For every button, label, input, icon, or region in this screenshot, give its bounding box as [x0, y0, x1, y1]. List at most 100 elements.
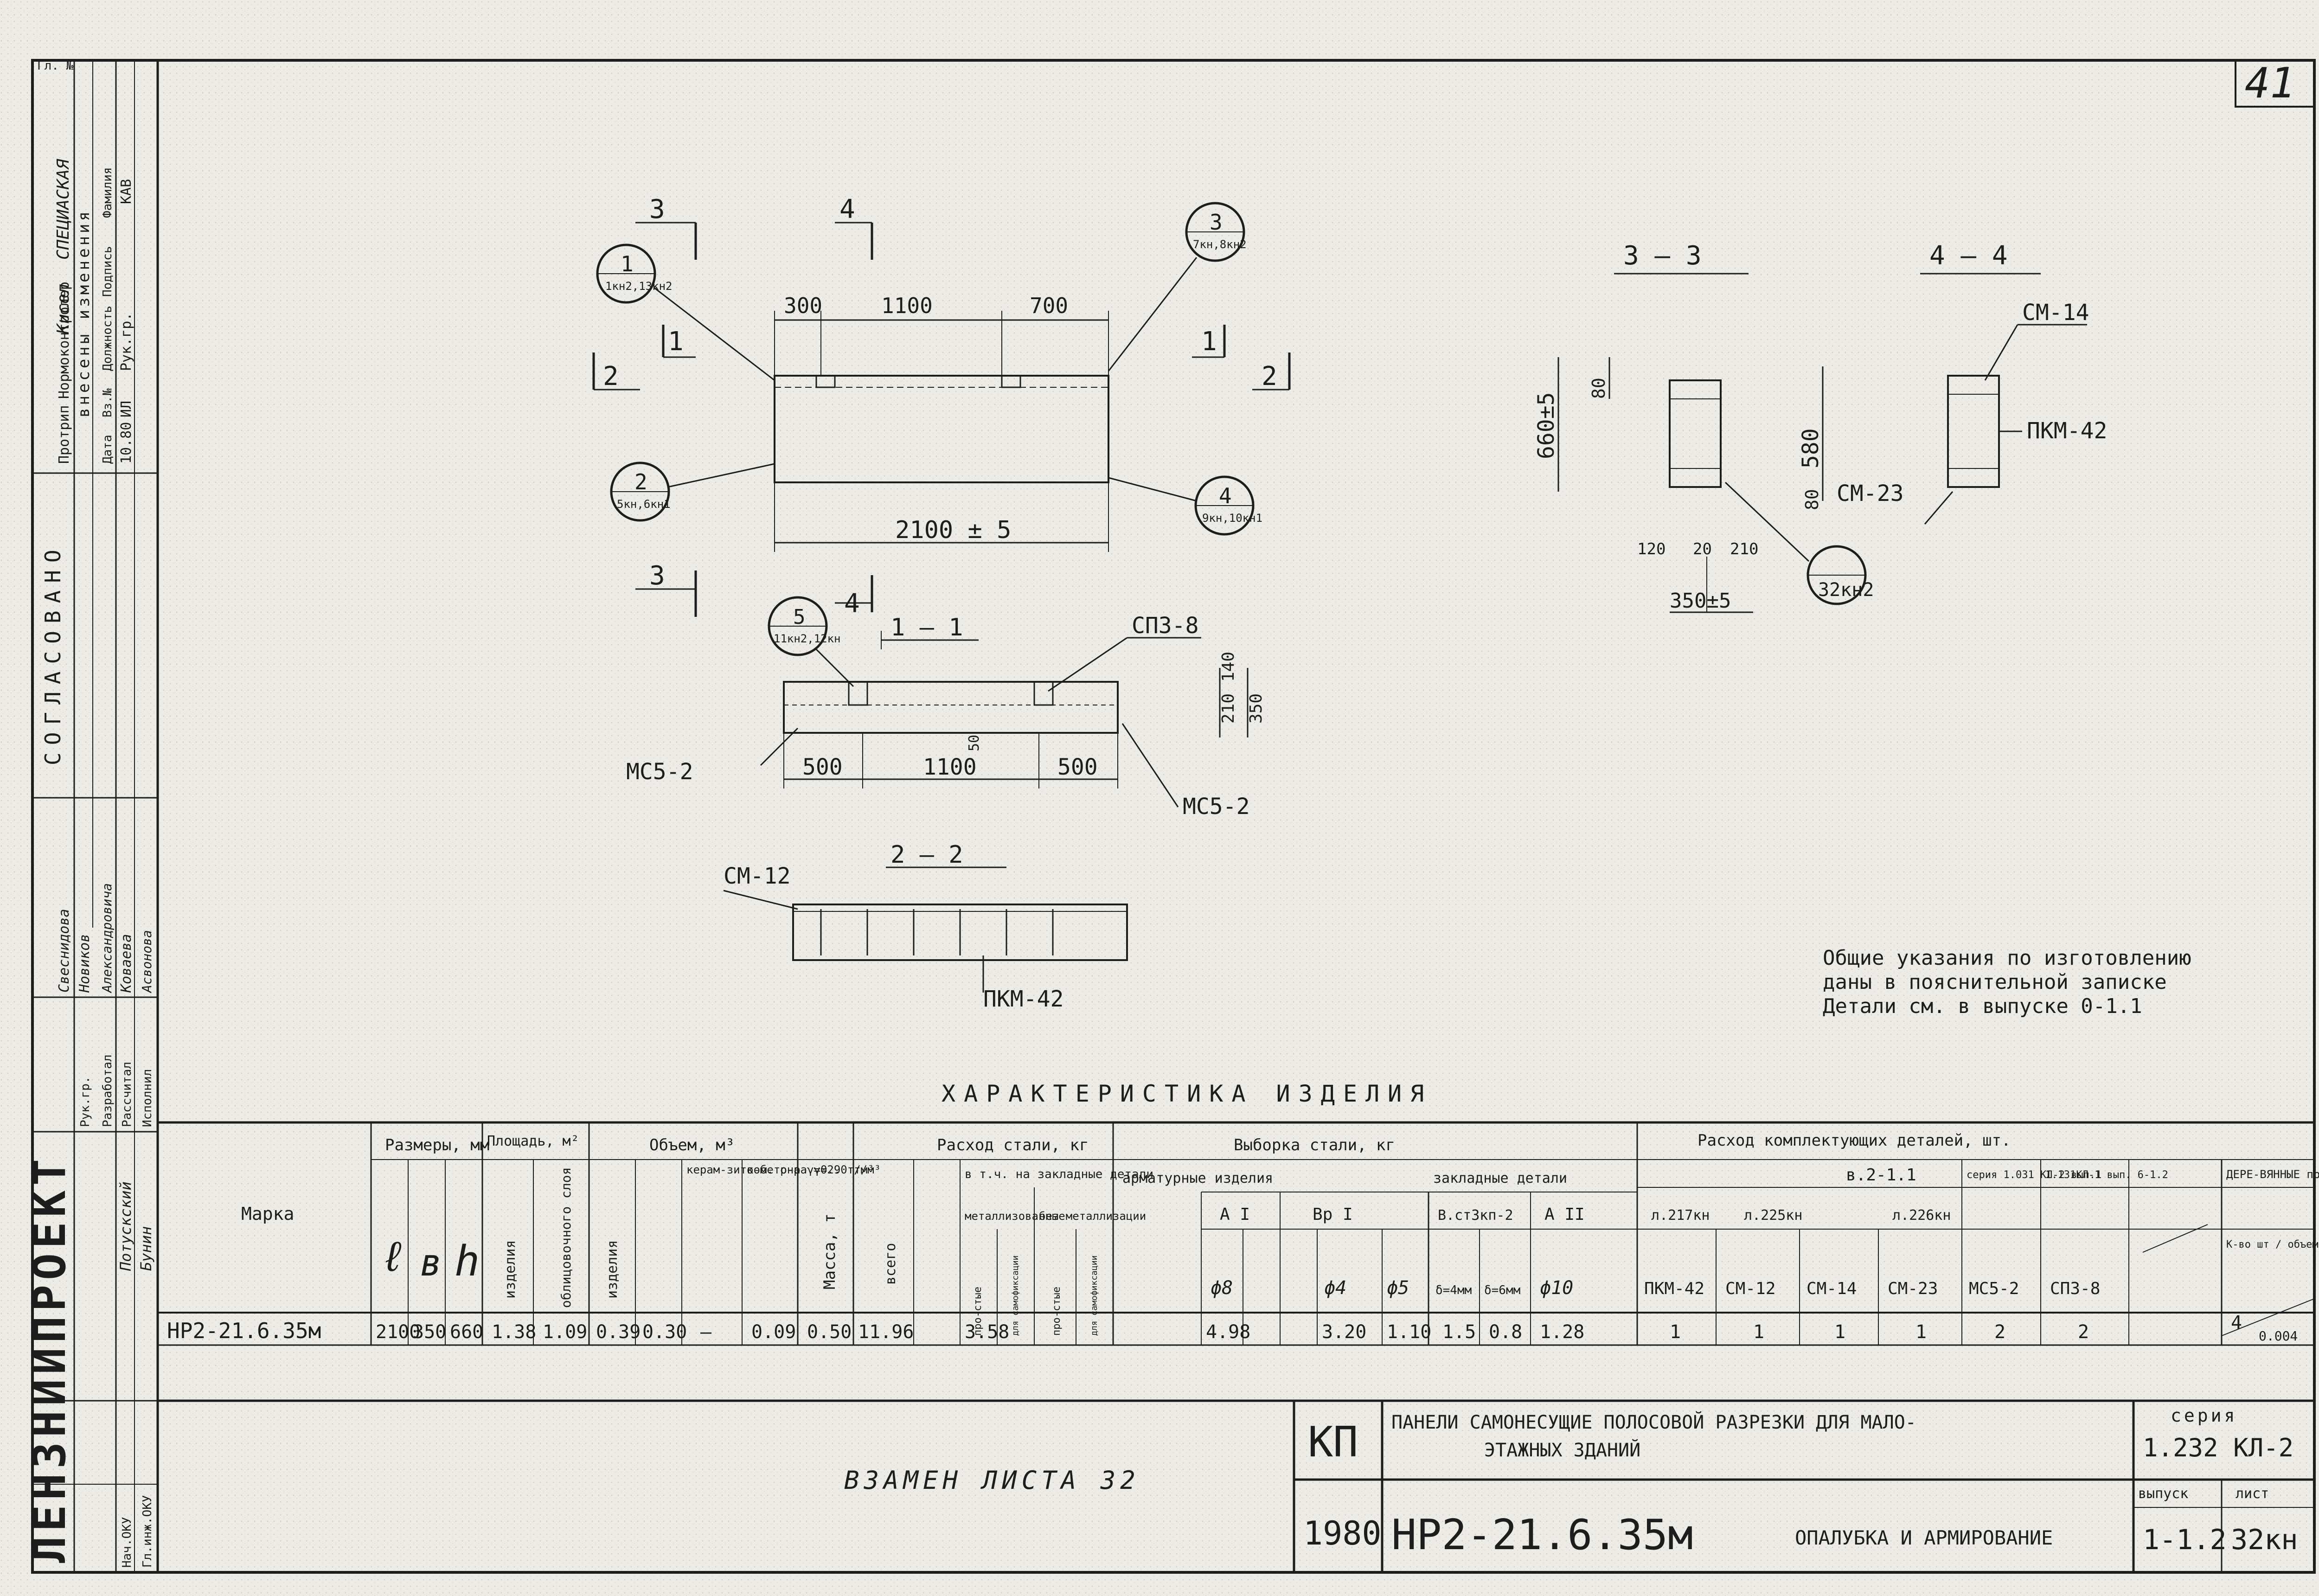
svg-text:изделия: изделия	[604, 1240, 621, 1299]
svg-text:выпуск: выпуск	[2138, 1486, 2188, 1502]
svg-text:Подпись: Подпись	[101, 246, 115, 297]
svg-text:ϕ10: ϕ10	[1540, 1277, 1573, 1299]
svg-text:1.09: 1.09	[543, 1321, 587, 1343]
title-desc-2: ЭТАЖНЫХ ЗДАНИЙ	[1484, 1439, 1640, 1461]
svg-text:—: —	[700, 1321, 712, 1343]
svg-text:Гл.инж.ОКУ: Гл.инж.ОКУ	[141, 1495, 154, 1568]
svg-text:для самофиксации: для самофиксации	[1011, 1256, 1020, 1336]
svg-text:h: h	[455, 1237, 480, 1286]
svg-text:КАВ: КАВ	[118, 179, 135, 204]
svg-text:МС5-2: МС5-2	[1969, 1279, 2019, 1298]
svg-text:про-стые: про-стые	[972, 1287, 984, 1336]
svg-text:1.38: 1.38	[492, 1321, 536, 1343]
svg-text:серия: серия	[2171, 1405, 2237, 1426]
title-block-grid	[1293, 1401, 2314, 1572]
section-3-3-labels: 3 — 3 660±5 80 580 80 120 20 210 350±5 3…	[1533, 241, 1874, 613]
svg-text:1: 1	[1753, 1321, 1764, 1343]
svg-text:СМ-12: СМ-12	[724, 863, 791, 889]
svg-text:Марка: Марка	[241, 1204, 294, 1224]
svg-text:2100 ± 5: 2100 ± 5	[895, 516, 1011, 544]
svg-text:2: 2	[1262, 361, 1277, 391]
svg-text:Фамилия: Фамилия	[101, 167, 115, 218]
svg-text:0.09: 0.09	[751, 1321, 796, 1343]
svg-text:80: 80	[1802, 489, 1822, 510]
svg-text:A I: A I	[1220, 1205, 1250, 1224]
svg-text:Асвонова: Асвонова	[139, 930, 154, 993]
svg-text:2: 2	[603, 361, 619, 391]
svg-text:без металлизации: без металлизации	[1039, 1210, 1146, 1223]
svg-text:Исполнил: Исполнил	[141, 1069, 154, 1127]
title-block: КП 1980 ПАНЕЛИ САМОНЕСУЩИЕ ПОЛОСОВОЙ РАЗ…	[844, 1405, 2298, 1559]
svg-text:4: 4	[1219, 483, 1232, 508]
svg-text:Рук.гр.: Рук.гр.	[118, 313, 135, 371]
svg-text:3.58: 3.58	[965, 1321, 1009, 1343]
svg-text:5кн,6кн1: 5кн,6кн1	[617, 498, 671, 511]
svg-text:Кисел: Кисел	[54, 284, 73, 334]
top-left-tag: Гл. №	[37, 59, 74, 73]
elevation-labels: 300 1100 700 2100 ± 5 1 1кн2,13кн2 2 5кн…	[603, 194, 1277, 619]
svg-text:2100: 2100	[376, 1321, 420, 1343]
svg-text:керам-зито-бетона γ=0.9 т/м³: керам-зито-бетона γ=0.9 т/м³	[686, 1163, 874, 1176]
svg-text:Бунин: Бунин	[137, 1226, 155, 1271]
svg-text:80: 80	[1589, 378, 1609, 399]
svg-text:в т.ч. на закладные детали: в т.ч. на закладные детали	[965, 1167, 1153, 1181]
svg-text:9кн,10кн1: 9кн,10кн1	[1202, 512, 1262, 525]
characteristic-table-grid	[158, 1121, 2315, 1402]
svg-text:300: 300	[784, 293, 822, 318]
svg-text:Объем, м³: Объем, м³	[649, 1136, 735, 1154]
svg-text:120: 120	[1637, 540, 1666, 558]
svg-text:2: 2	[634, 469, 647, 494]
svg-text:Масса, т: Масса, т	[820, 1213, 839, 1289]
svg-text:700: 700	[1030, 293, 1068, 318]
svg-text:изделия: изделия	[502, 1240, 519, 1299]
svg-text:350: 350	[413, 1321, 446, 1343]
svg-text:серия 1.031 КЛ-2 вып.1: серия 1.031 КЛ-2 вып.1	[1967, 1169, 2101, 1181]
svg-text:Расход стали, кг: Расход стали, кг	[937, 1136, 1089, 1154]
section-2-2	[723, 866, 1128, 993]
content-title: ОПАЛУБКА И АРМИРОВАНИЕ	[1795, 1526, 2053, 1549]
svg-text:4: 4	[2231, 1312, 2242, 1333]
svg-text:СОГЛАСОВАНО: СОГЛАСОВАНО	[40, 542, 65, 765]
svg-text:4: 4	[839, 194, 855, 224]
svg-text:Новиков: Новиков	[77, 934, 93, 993]
svg-text:3: 3	[649, 561, 665, 591]
svg-text:СП3-8: СП3-8	[2050, 1279, 2100, 1298]
svg-text:закладные детали: закладные детали	[1433, 1170, 1567, 1186]
note-line: Общие указания по изготовлению	[1823, 946, 2191, 970]
svg-text:1: 1	[1834, 1321, 1845, 1343]
svg-text:δ=6мм: δ=6мм	[1484, 1283, 1520, 1297]
svg-text:0.50: 0.50	[807, 1321, 852, 1343]
svg-text:К-во шт / объем м³: К-во шт / объем м³	[2226, 1239, 2319, 1250]
section-4-4	[1920, 273, 2087, 525]
svg-text:Разработал: Разработал	[101, 1054, 115, 1127]
svg-text:B.ст3кп-2: B.ст3кп-2	[1438, 1207, 1513, 1224]
svg-text:210: 210	[1730, 540, 1758, 558]
svg-text:внесены изменения: внесены изменения	[75, 209, 93, 417]
svg-text:СМ-23: СМ-23	[1888, 1279, 1938, 1298]
svg-text:2: 2	[1994, 1321, 2005, 1343]
svg-text:в.2-1.1: в.2-1.1	[1846, 1166, 1916, 1185]
svg-text:ϕ5: ϕ5	[1387, 1277, 1409, 1299]
sheet-corner-number: 41	[2245, 59, 2295, 108]
svg-text:A II: A II	[1544, 1205, 1585, 1224]
svg-text:1: 1	[1670, 1321, 1681, 1343]
svg-text:140: 140	[1219, 652, 1238, 682]
svg-text:Потускский: Потускский	[117, 1181, 135, 1271]
svg-text:Александровича: Александровича	[99, 883, 115, 993]
svg-text:ИЛ: ИЛ	[118, 401, 135, 417]
svg-text:Дата: Дата	[101, 435, 115, 464]
note-line: даны в пояснительной записке	[1823, 970, 2167, 994]
svg-text:л.225кн: л.225кн	[1744, 1207, 1802, 1224]
sheet-frame	[31, 59, 2316, 1574]
title-code: КП	[1308, 1418, 1358, 1467]
svg-text:Выборка стали, кг: Выборка стали, кг	[1234, 1136, 1395, 1154]
svg-text:1.5: 1.5	[1442, 1321, 1476, 1343]
svg-text:0.39: 0.39	[596, 1321, 641, 1343]
svg-text:1: 1	[668, 327, 684, 357]
svg-text:Должность: Должность	[101, 306, 115, 371]
svg-text:ПКМ-42: ПКМ-42	[2027, 418, 2107, 444]
svg-text:Коваева: Коваева	[118, 934, 135, 993]
svg-text:ℓ: ℓ	[380, 1232, 405, 1281]
svg-text:Нормоконтролер: Нормоконтролер	[56, 282, 72, 399]
